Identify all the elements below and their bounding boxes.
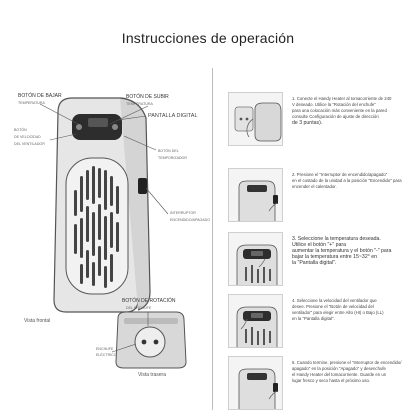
step-5-line-1: 5. Cuando termine, presione el "Interrup…: [292, 360, 402, 365]
label-boton-velocidad-2: DE VELOCIDAD: [14, 135, 41, 139]
label-boton-temporizador-2: TEMPORIZADOR: [158, 156, 187, 160]
fan-speed-illustration: [229, 295, 282, 347]
label-pantalla-digital: PANTALLA DIGITAL: [148, 113, 198, 119]
label-interruptor-1: INTERRUPTOR: [170, 211, 196, 215]
step-4-text: 4. Seleccione la velocidad del ventilado…: [292, 298, 410, 322]
step-3: 3. Seleccione la temperatura deseada. Ut…: [228, 232, 408, 286]
plug-in-illustration: [229, 93, 282, 145]
step-3-image: [228, 232, 283, 286]
label-boton-subir: BOTÓN DE SUBIR: [126, 94, 169, 100]
step-2-image: [228, 168, 283, 222]
step-5-line-4: lugar fresco y seco hasta el próximo uso…: [292, 378, 371, 383]
label-boton-rotacion-sub: DEL ENCHUFE: [126, 306, 152, 310]
column-divider: [212, 68, 213, 410]
step-1-line-4: consulte Configuración de ajuste de dire…: [292, 114, 379, 119]
step-2-text: 2. Presione el "Interruptor de encendido…: [292, 172, 410, 190]
temperature-buttons-illustration: [229, 233, 282, 285]
step-1-image: [228, 92, 283, 146]
step-4-line-2: desee. Presione el "Botón de velocidad d…: [292, 304, 374, 309]
heater-front-diagram: BOTÓN DE BAJAR TEMPERATURA BOTÓN DE SUBI…: [14, 93, 211, 378]
step-4-image: [228, 294, 283, 348]
switch-on-illustration: [229, 169, 282, 221]
step-4-line-4: en la "Pantalla digital".: [292, 316, 335, 321]
step-1-line-1: 1. Conecte el Handy Heater al tomacorrie…: [292, 96, 392, 101]
step-3-line-2: Utilice el botón "+" para: [292, 242, 347, 248]
heater-front-illustration: [39, 97, 169, 313]
step-1: 1. Conecte el Handy Heater al tomacorrie…: [228, 92, 408, 146]
label-enchufe-1: ENCHUFE: [96, 347, 114, 351]
step-5-text: 5. Cuando termine, presione el "Interrup…: [292, 360, 410, 384]
step-3-line-4: bajar la temperatura entre 15~32° en: [292, 254, 377, 260]
step-1-line-5: de 3 puntas).: [292, 120, 323, 126]
label-boton-temporizador-1: BOTÓN DEL: [158, 149, 179, 153]
label-enchufe-2: ELÉCTRICO: [96, 353, 117, 357]
label-boton-subir-sub: TEMPERATURA: [126, 102, 153, 106]
label-boton-bajar: BOTÓN DE BAJAR: [18, 93, 62, 99]
step-3-text: 3. Seleccione la temperatura deseada. Ut…: [292, 236, 410, 266]
step-3-line-5: la "Pantalla digital".: [292, 260, 337, 266]
step-2: 2. Presione el "Interruptor de encendido…: [228, 168, 408, 222]
step-2-line-3: encender el calentador.: [292, 184, 337, 189]
page-title: Instrucciones de operación: [121, 30, 295, 46]
step-5-image: [228, 356, 283, 410]
step-1-line-3: para una colocación más conveniente en l…: [292, 108, 387, 113]
heater-rear-illustration: [111, 311, 187, 369]
step-2-line-2: en el costado de la unidad a la posición…: [292, 178, 402, 183]
label-boton-rotacion: BOTÓN DE ROTACIÓN: [122, 298, 176, 304]
step-5-line-2: apagado" en la posición "Apagado" y dese…: [292, 366, 386, 371]
step-4: 4. Seleccione la velocidad del ventilado…: [228, 294, 408, 348]
step-4-line-1: 4. Seleccione la velocidad del ventilado…: [292, 298, 377, 303]
step-2-line-1: 2. Presione el "Interruptor de encendido…: [292, 172, 388, 177]
step-5: 5. Cuando termine, presione el "Interrup…: [228, 356, 408, 410]
caption-vista-frontal: Vista frontal: [24, 318, 51, 324]
label-interruptor-2: ENCENDIDO/APAGADO: [170, 218, 211, 222]
switch-off-illustration: [229, 357, 282, 409]
step-1-text: 1. Conecte el Handy Heater al tomacorrie…: [292, 96, 410, 126]
step-1-line-2: V deseado. Utilice la "Rotación del ench…: [292, 102, 376, 107]
step-4-line-3: ventilador" para elegir entre Alto (HI) …: [292, 310, 384, 315]
caption-vista-trasera: Vista trasera: [138, 372, 166, 378]
step-5-line-3: el Handy Heater del tomacorriente. Guard…: [292, 372, 387, 377]
step-3-line-3: aumentar la temperatura y el botón "-" p…: [292, 248, 392, 254]
label-boton-velocidad-1: BOTÓN: [14, 128, 27, 132]
step-3-line-1: 3. Seleccione la temperatura deseada.: [292, 236, 381, 242]
label-boton-bajar-sub: TEMPERATURA: [18, 101, 45, 105]
label-boton-velocidad-3: DEL VENTILADOR: [14, 142, 45, 146]
